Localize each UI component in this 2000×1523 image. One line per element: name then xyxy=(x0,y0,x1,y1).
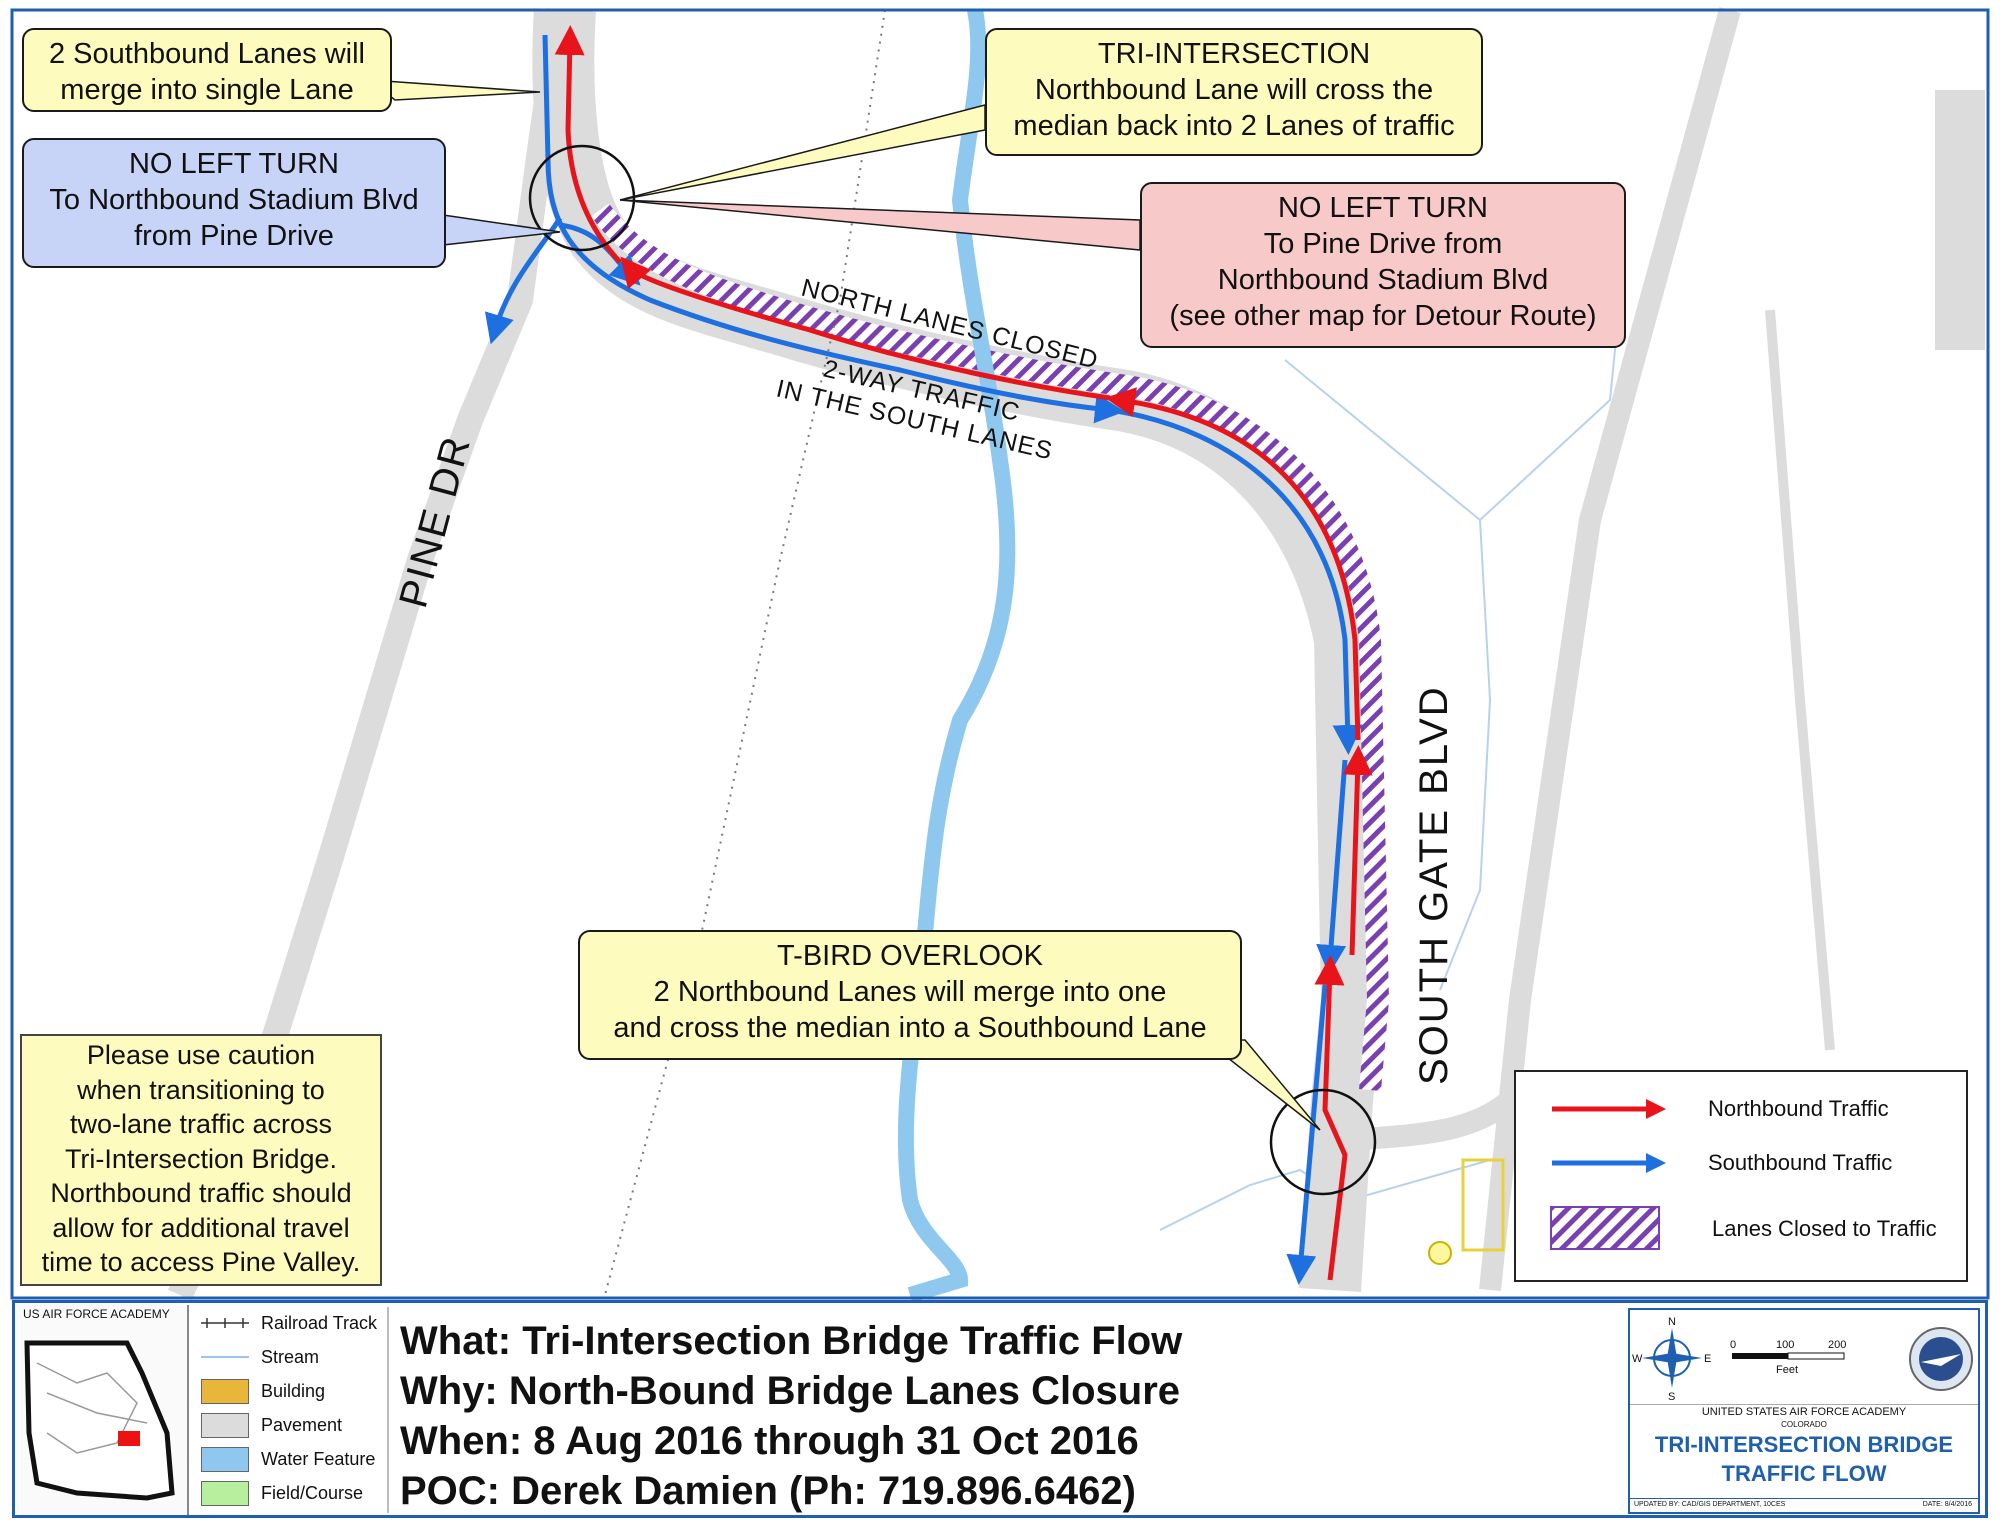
legend-stream-label: Stream xyxy=(261,1347,320,1367)
northbound-route xyxy=(554,25,622,264)
field-swatch xyxy=(201,1481,249,1506)
southbound-route xyxy=(542,34,1125,424)
railroad-icon xyxy=(201,1318,249,1328)
stream xyxy=(1159,1159,1491,1231)
legend-northbound-label: Northbound Traffic xyxy=(1708,1096,1889,1121)
southbound-arrow-icon xyxy=(1552,1153,1666,1173)
map-frame xyxy=(10,8,1990,1300)
water-swatch xyxy=(201,1447,249,1472)
road-east-2 xyxy=(1765,309,1835,1051)
caution-line-1: Please use caution xyxy=(86,1040,316,1070)
caution-line-7: time to access Pine Valley. xyxy=(41,1247,361,1277)
compass-rose-icon: N S W E xyxy=(1632,1316,1711,1402)
scale-bar-icon: 0 100 200 Feet xyxy=(1730,1339,1846,1376)
southbound-turn xyxy=(484,216,563,345)
tri-line-3: median back into 2 Lanes of traffic xyxy=(1013,110,1455,142)
building-dot xyxy=(1428,1241,1452,1265)
map-date: DATE: 8/4/2016 xyxy=(1922,1501,1972,1508)
legend-building-label: Building xyxy=(261,1381,326,1401)
org-sub: COLORADO xyxy=(1781,1420,1827,1429)
academy-boundary-icon xyxy=(24,1340,175,1501)
creek xyxy=(897,8,1016,1303)
legend-railroad-label: Railroad Track xyxy=(261,1313,378,1333)
tbird-line-1: T-BIRD OVERLOOK xyxy=(777,940,1043,972)
building-swatch xyxy=(201,1379,249,1404)
closed-lanes-hatch xyxy=(591,203,1390,1091)
parking-area xyxy=(1935,90,1985,350)
caution-note: Please use caution when transitioning to… xyxy=(20,1034,382,1286)
scale-0: 0 xyxy=(1730,1339,1736,1351)
caution-line-4: Tri-Intersection Bridge. xyxy=(64,1143,338,1174)
caution-line-6: allow for additional travel xyxy=(52,1212,350,1243)
caution-line-5: Northbound traffic should xyxy=(50,1178,352,1208)
tri-line-2: Northbound Lane will cross the xyxy=(1034,74,1434,106)
building xyxy=(1461,1158,1505,1252)
legend-southbound-label: Southbound Traffic xyxy=(1708,1150,1893,1175)
tbird-overlook-circle xyxy=(1269,1088,1377,1196)
noleft-red-line-1: NO LEFT TURN xyxy=(1277,192,1488,224)
northbound-arrow-icon xyxy=(1552,1099,1666,1119)
northbound-route xyxy=(1342,745,1373,956)
legend-pavement-label: Pavement xyxy=(261,1415,343,1435)
compass-n: N xyxy=(1668,1316,1676,1328)
tri-line-1: TRI-INTERSECTION xyxy=(1097,38,1371,70)
southbound-route xyxy=(1316,759,1348,975)
title-block: N S W E 0 100 200 Feet UNITED STATES AIR… xyxy=(1628,1308,1980,1514)
southbound-route xyxy=(1286,984,1328,1285)
scale-100: 100 xyxy=(1776,1339,1794,1351)
footer-divider xyxy=(387,1307,389,1513)
northbound-route xyxy=(1105,387,1361,741)
tbird-line-2: 2 Northbound Lanes will merge into one xyxy=(653,976,1167,1008)
compass-e: E xyxy=(1704,1353,1711,1365)
scale-200: 200 xyxy=(1828,1339,1846,1351)
northbound-route xyxy=(620,256,1111,401)
tbird-overlook-callout: T-BIRD OVERLOOK 2 Northbound Lanes will … xyxy=(578,930,1242,1060)
what-line: What: Tri-Intersection Bridge Traffic Fl… xyxy=(400,1319,1183,1363)
merge-line-1: 2 Southbound Lanes will xyxy=(48,38,365,70)
title-rule xyxy=(1630,1404,1978,1405)
noleft-red-line-4: (see other map for Detour Route) xyxy=(1169,300,1597,332)
legend-water-label: Water Feature xyxy=(261,1449,376,1469)
caution-line-2: when transitioning to xyxy=(77,1074,325,1105)
stream xyxy=(1284,359,1492,991)
south-gate-blvd-label: SOUTH GATE BLVD xyxy=(1412,685,1456,1085)
noleft-red-line-3: Northbound Stadium Blvd xyxy=(1217,264,1549,296)
tri-intersection-callout: TRI-INTERSECTION Northbound Lane will cr… xyxy=(985,28,1483,156)
southbound-route xyxy=(1109,407,1363,755)
merge-line-2: merge into single Lane xyxy=(60,74,354,106)
org-name: UNITED STATES AIR FORCE ACADEMY xyxy=(1701,1406,1907,1418)
when-line: When: 8 Aug 2016 through 31 Oct 2016 xyxy=(400,1419,1139,1463)
inset-title: US AIR FORCE ACADEMY xyxy=(23,1307,170,1321)
legend-closed-label: Lanes Closed to Traffic xyxy=(1712,1216,1937,1241)
tbird-line-3: and cross the median into a Southbound L… xyxy=(613,1012,1207,1044)
traffic-legend: Northbound Traffic Southbound Traffic La… xyxy=(1514,1070,1968,1282)
road-east xyxy=(1479,7,1741,1292)
title-bottom-rule xyxy=(1630,1498,1978,1499)
legend-field-label: Field/Course xyxy=(261,1483,364,1503)
compass-w: W xyxy=(1632,1353,1643,1365)
noleft-blue-line-2: To Northbound Stadium Blvd xyxy=(49,184,419,216)
noleft-blue-line-3: from Pine Drive xyxy=(134,220,334,252)
academy-seal-icon xyxy=(1909,1327,1973,1391)
poc-line: POC: Derek Damien (Ph: 719.896.6462) xyxy=(400,1469,1136,1513)
inset-map: US AIR FORCE ACADEMY xyxy=(17,1305,189,1515)
map-title-1: TRI-INTERSECTION BRIDGE xyxy=(1654,1432,1954,1457)
pavement-swatch xyxy=(201,1413,249,1438)
no-left-turn-blue-callout: NO LEFT TURN To Northbound Stadium Blvd … xyxy=(22,138,446,268)
caution-line-3: two-lane traffic across xyxy=(69,1109,333,1139)
noleft-blue-line-1: NO LEFT TURN xyxy=(128,148,339,180)
closed-lanes-swatch-icon xyxy=(1550,1206,1660,1250)
compass-s: S xyxy=(1668,1391,1675,1402)
merge-callout: 2 Southbound Lanes will merge into singl… xyxy=(22,28,392,112)
northbound-route xyxy=(1314,955,1348,1281)
no-left-turn-red-callout: NO LEFT TURN To Pine Drive from Northbou… xyxy=(1140,182,1626,348)
map-title-2: TRAFFIC FLOW xyxy=(1721,1461,1887,1486)
stream-icon xyxy=(201,1356,249,1358)
railroad-track xyxy=(604,9,886,1296)
updated-by: UPDATED BY: CAD/GIS DEPARTMENT, 10CES xyxy=(1634,1501,1786,1508)
side-road xyxy=(1349,1073,1534,1151)
why-line: Why: North-Bound Bridge Lanes Closure xyxy=(400,1369,1180,1413)
noleft-red-line-2: To Pine Drive from xyxy=(1263,228,1503,260)
scale-unit: Feet xyxy=(1776,1364,1798,1376)
